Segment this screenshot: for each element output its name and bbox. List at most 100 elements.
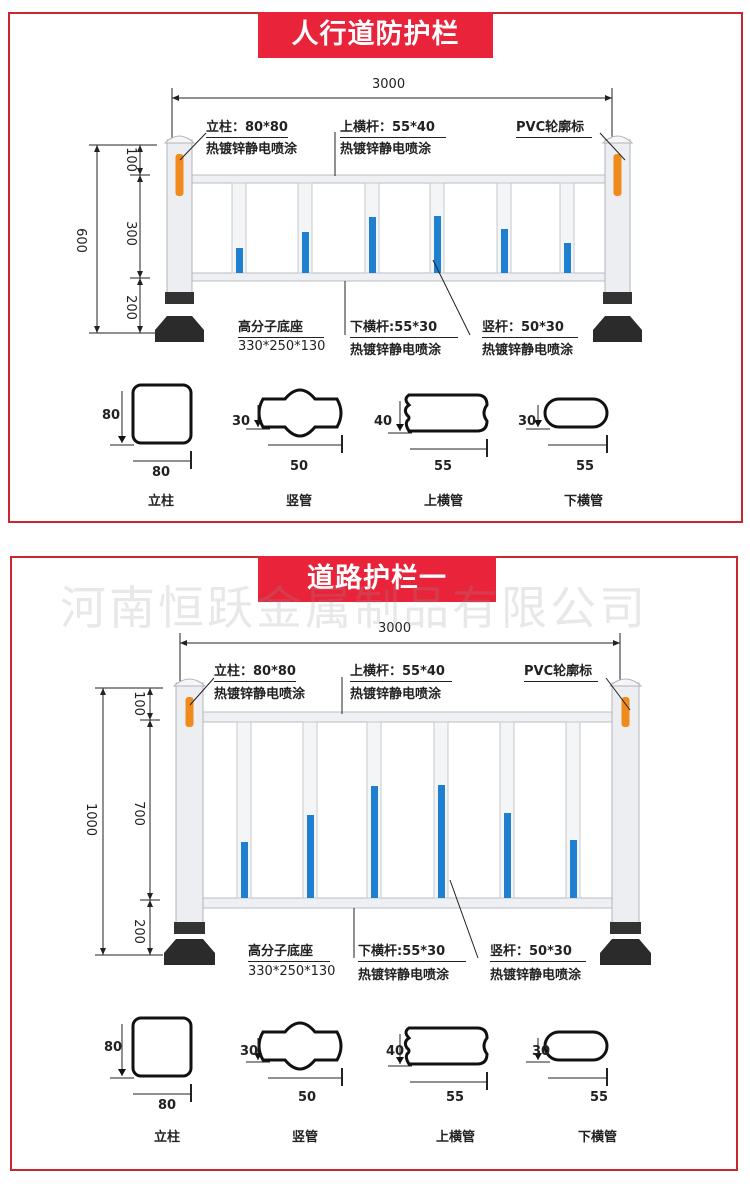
picket-blue-stripe: [438, 785, 445, 898]
post-profile: [131, 1016, 193, 1078]
top-segment-dimension: 100: [122, 147, 138, 172]
pvc-reflector: [613, 154, 622, 196]
leader-line: [605, 677, 631, 711]
bottom-rail-finish: 热镀锌静电喷涂: [358, 968, 450, 983]
profile-height: 30: [240, 1044, 259, 1059]
arrow-icon: [605, 95, 612, 101]
height-dimension: 600: [72, 228, 88, 253]
arrow-icon: [147, 720, 153, 727]
profile-height: 40: [386, 1044, 405, 1059]
arrow-icon: [396, 424, 404, 431]
base-size: 330*250*130: [238, 339, 326, 354]
picket-blue-stripe: [369, 217, 376, 273]
bottom-segment-dimension: 200: [122, 295, 138, 320]
arrow-icon: [118, 436, 126, 443]
polymer-base: [164, 939, 215, 965]
profile-height: 80: [104, 1040, 123, 1055]
profile-width: 55: [576, 459, 595, 474]
profile-height: 30: [232, 414, 251, 429]
top-rail-profile: [403, 393, 489, 433]
profile-width: 50: [298, 1090, 317, 1105]
pvc-reflector: [621, 697, 630, 727]
bottom-rail-label: 下横杆:55*30: [358, 940, 466, 962]
picket-profile: [257, 1021, 343, 1071]
width-dimension: 3000: [372, 77, 406, 92]
profile-name: 立柱: [154, 1130, 181, 1145]
bottom-rail: [187, 272, 610, 282]
picket-label: 竖杆：50*30: [490, 940, 586, 962]
top-rail: [198, 711, 617, 723]
post-label: 立柱：80*80: [214, 660, 296, 682]
picket-blue-stripe: [307, 815, 314, 898]
arrow-icon: [118, 1069, 126, 1076]
profile-height: 40: [374, 414, 393, 429]
arrow-icon: [100, 688, 106, 695]
top-rail-label: 上横杆：55*40: [350, 660, 452, 682]
picket-blue-stripe: [501, 229, 508, 273]
top-rail-profile: [403, 1026, 489, 1066]
bottom-rail-finish: 热镀锌静电喷涂: [350, 343, 442, 358]
arrow-icon: [534, 1053, 542, 1060]
arrow-icon: [137, 145, 143, 152]
pvc-reflector: [185, 697, 194, 727]
top-rail-label: 上横杆：55*40: [340, 116, 446, 138]
bottom-segment-dimension: 200: [130, 919, 146, 944]
base-size: 330*250*130: [248, 964, 336, 979]
width-dimension: 3000: [378, 621, 412, 636]
arrow-icon: [147, 900, 153, 907]
arrow-icon: [147, 713, 153, 720]
polymer-base: [155, 316, 204, 342]
bottom-rail-profile: [543, 397, 609, 429]
arrow-icon: [254, 1053, 262, 1060]
arrow-icon: [137, 168, 143, 175]
profile-width: 80: [152, 465, 171, 480]
post-cap: [172, 678, 207, 687]
polymer-base-top: [603, 292, 632, 304]
picket-blue-stripe: [302, 232, 309, 273]
profile-name: 竖管: [292, 1130, 319, 1145]
polymer-base-top: [165, 292, 194, 304]
arrow-icon: [137, 175, 143, 182]
arrow-icon: [534, 420, 542, 427]
top-rail-finish: 热镀锌静电喷涂: [350, 687, 442, 702]
top-segment-dimension: 100: [130, 691, 146, 716]
arrow-icon: [613, 640, 620, 646]
profile-height: 80: [102, 408, 121, 423]
profile-width: 50: [290, 459, 309, 474]
arrow-icon: [94, 326, 100, 333]
profile-height: 30: [532, 1044, 551, 1059]
post-label: 立柱：80*80: [206, 116, 288, 138]
profile-name: 立柱: [148, 494, 175, 509]
post-finish: 热镀锌静电喷涂: [214, 687, 306, 702]
arrow-icon: [137, 278, 143, 285]
profile-name: 下横管: [578, 1130, 618, 1145]
arrow-icon: [172, 95, 179, 101]
pvc-reflector-label: PVC轮廓标: [516, 116, 592, 138]
profile-name: 上横管: [424, 494, 464, 509]
picket-blue-stripe: [564, 243, 571, 273]
arrow-icon: [254, 420, 262, 427]
post-profile: [131, 383, 193, 445]
arrow-icon: [147, 893, 153, 900]
panel-title: 道路护栏一: [258, 556, 496, 602]
bottom-rail: [198, 897, 617, 909]
mid-segment-dimension: 300: [122, 221, 138, 246]
post-finish: 热镀锌静电喷涂: [206, 142, 298, 157]
top-rail-finish: 热镀锌静电喷涂: [340, 142, 432, 157]
post-cap: [601, 135, 634, 144]
pvc-reflector: [175, 154, 184, 196]
picket-profile: [257, 388, 343, 438]
profile-name: 竖管: [286, 494, 313, 509]
leader-line: [432, 259, 471, 336]
polymer-base-top: [610, 922, 641, 934]
arrow-icon: [94, 145, 100, 152]
polymer-base-top: [174, 922, 205, 934]
leader-line: [449, 879, 479, 959]
arrow-icon: [180, 640, 187, 646]
height-dimension: 1000: [83, 802, 99, 837]
profile-width: 55: [590, 1090, 609, 1105]
arrow-icon: [100, 948, 106, 955]
mid-segment-dimension: 700: [130, 801, 146, 826]
pvc-reflector-label: PVC轮廓标: [524, 660, 598, 682]
